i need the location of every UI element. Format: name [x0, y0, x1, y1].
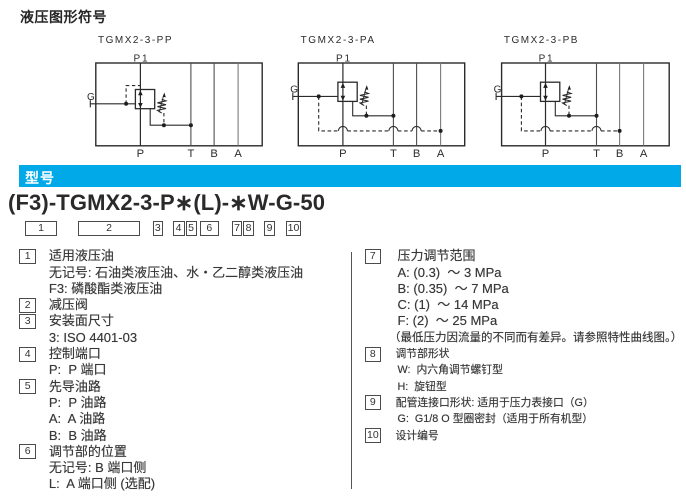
svg-text:TGMX2-3-PB: TGMX2-3-PB: [504, 35, 578, 46]
svg-text:T: T: [593, 148, 600, 160]
svg-text:G: G: [494, 84, 502, 95]
svg-text:T: T: [187, 148, 194, 160]
svg-text:G: G: [290, 84, 298, 95]
svg-text:A: A: [640, 148, 648, 160]
svg-text:TGMX2-3-PP: TGMX2-3-PP: [98, 35, 172, 46]
svg-text:B: B: [413, 148, 420, 160]
svg-text:P: P: [542, 148, 549, 160]
svg-text:B: B: [616, 148, 623, 160]
svg-text:T: T: [390, 148, 397, 160]
svg-text:A: A: [234, 148, 242, 160]
svg-text:(F3)-TGMX2-3-P∗(L)-∗W-G-50: (F3)-TGMX2-3-P∗(L)-∗W-G-50: [8, 190, 325, 215]
svg-text:P: P: [339, 148, 346, 160]
svg-text:TGMX2-3-PA: TGMX2-3-PA: [301, 35, 375, 46]
svg-text:B: B: [210, 148, 217, 160]
svg-text:G: G: [87, 92, 95, 103]
svg-text:A: A: [437, 148, 445, 160]
svg-text:P: P: [137, 148, 144, 160]
